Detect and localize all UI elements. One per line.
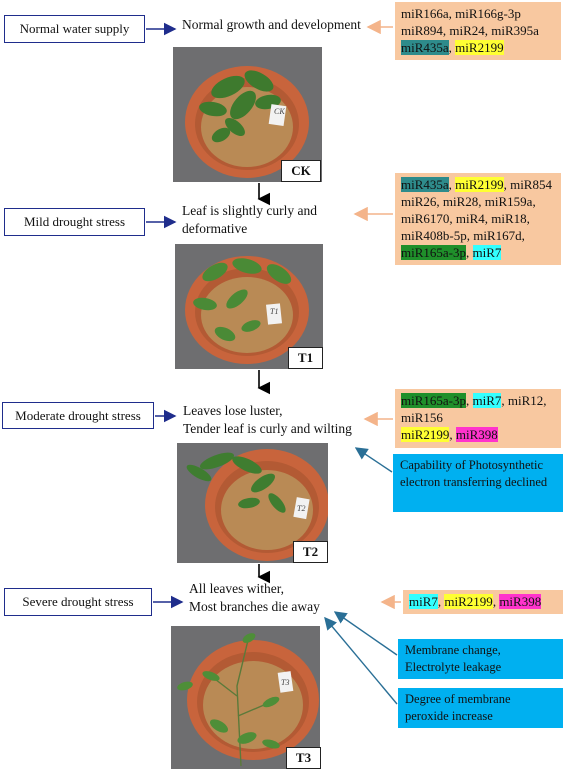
photo-label-ck: CK	[281, 160, 321, 182]
mirna-highlight: miR398	[499, 594, 542, 609]
pot-tag: T1	[270, 307, 279, 316]
stage-box-normal: Normal water supply	[4, 15, 145, 43]
mirna-text: , miR12,	[501, 393, 547, 408]
photo-label-t3: T3	[286, 747, 321, 769]
mirna-highlight: miR165a-3p	[401, 245, 466, 260]
mirna-highlight: miR2199	[455, 177, 504, 192]
effect-box-photosynthetic: Capability of Photosynthetic electron tr…	[393, 454, 563, 512]
arrow-effect-photosynthetic	[354, 447, 393, 473]
mirna-highlight: miR398	[455, 427, 498, 442]
effect-box-membrane-change: Membrane change, Electrolyte leakage	[398, 639, 563, 679]
mirna-highlight: miR2199	[444, 594, 493, 609]
mirna-line: miR7, miR2199, miR398	[409, 593, 557, 610]
mirna-text: ,	[449, 427, 456, 442]
mirna-text: miR26, miR28, miR159a,	[401, 194, 536, 209]
potted-plant-image	[177, 633, 319, 767]
mirna-highlight: miR2199	[401, 427, 450, 442]
pot-tag: T2	[297, 504, 306, 513]
plant-photo-t3: T3	[171, 626, 320, 769]
mirna-line: miR165a-3p, miR7, miR12,	[401, 392, 555, 409]
stage-description: Leaf is slightly curly and deformative	[182, 203, 317, 236]
mirna-line: miR26, miR28, miR159a,	[401, 193, 555, 210]
mirna-text: miR408b-5p, miR167d,	[401, 228, 525, 243]
mirna-highlight: miR7	[472, 393, 502, 408]
mirna-text: ,	[492, 594, 500, 609]
potted-plant-image	[186, 449, 328, 561]
arrow-effect-membrane	[333, 611, 398, 656]
stage-label: Moderate drought stress	[15, 407, 141, 423]
mirna-text: miR894, miR24, miR395a	[401, 23, 539, 38]
mirna-highlight: miR165a-3p	[401, 393, 466, 408]
stage-description: All leaves wither, Most branches die awa…	[189, 581, 320, 614]
mirna-line: miR435a, miR2199	[401, 39, 555, 56]
mirna-text: miR166a, miR166g-3p	[401, 6, 521, 21]
mirna-box: miR7, miR2199, miR398	[403, 590, 563, 614]
mirna-box: miR166a, miR166g-3p miR894, miR24, miR395…	[395, 2, 561, 60]
mirna-highlight: miR2199	[455, 40, 504, 55]
mirna-text: miR6170, miR4, miR18,	[401, 211, 530, 226]
mirna-line: miR166a, miR166g-3p	[401, 5, 555, 22]
mirna-line: miR2199, miR398	[401, 426, 555, 443]
plant-photo-t1: T1	[175, 244, 323, 369]
mirna-highlight: miR7	[472, 245, 502, 260]
stage-box-severe: Severe drought stress	[4, 588, 152, 616]
mirna-line: miR408b-5p, miR167d,	[401, 227, 555, 244]
mirna-line: miR435a, miR2199, miR854	[401, 176, 555, 193]
stage-label: Mild drought stress	[23, 214, 126, 229]
pot-tag: T3	[281, 678, 290, 687]
effect-box-membrane-peroxide: Degree of membrane peroxide increase	[398, 688, 563, 728]
mirna-line: miR894, miR24, miR395a	[401, 22, 555, 39]
photo-label-t1: T1	[288, 347, 323, 369]
stage-box-moderate: Moderate drought stress	[2, 402, 154, 429]
mirna-text: miR156	[401, 410, 443, 425]
mirna-text: ,	[466, 245, 473, 260]
stage-label: Severe drought stress	[22, 594, 134, 609]
mirna-line: miR165a-3p, miR7	[401, 244, 555, 261]
mirna-highlight: miR435a	[401, 177, 449, 192]
mirna-text: ,	[437, 594, 445, 609]
stage-label: Normal water supply	[19, 21, 130, 36]
mirna-highlight: miR7	[409, 594, 438, 609]
mirna-text: , miR854	[503, 177, 552, 192]
mirna-text: ,	[448, 177, 456, 192]
stage-description: Leaves lose luster, Tender leaf is curly…	[183, 403, 352, 436]
arrow-effect-peroxide	[324, 616, 398, 705]
photo-label-t2: T2	[293, 541, 328, 563]
stage-description: Normal growth and development	[182, 17, 361, 32]
mirna-text: ,	[448, 40, 456, 55]
potted-plant-image	[185, 256, 309, 364]
plant-photo-ck: CK	[173, 47, 322, 182]
mirna-text: ,	[466, 393, 473, 408]
mirna-highlight: miR435a	[401, 40, 449, 55]
potted-plant-image	[185, 66, 309, 178]
stage-box-mild: Mild drought stress	[4, 208, 145, 236]
mirna-line: miR6170, miR4, miR18,	[401, 210, 555, 227]
pot-tag: CK	[274, 107, 285, 116]
mirna-line: miR156	[401, 409, 555, 426]
plant-photo-t2: T2	[177, 443, 328, 563]
